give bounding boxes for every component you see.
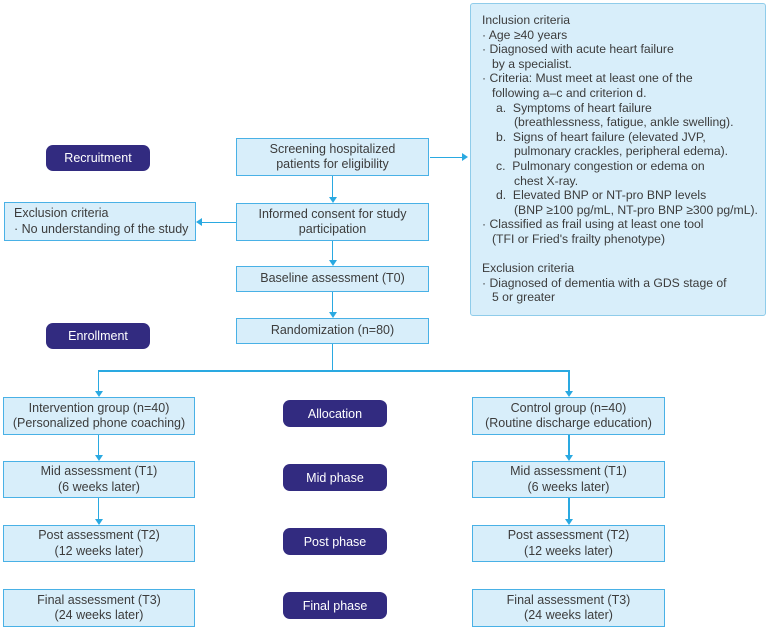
flow-box-baseline: Baseline assessment (T0) xyxy=(236,266,429,292)
arrowhead-down-icon xyxy=(565,391,573,397)
flow-box-mid-assessment-right: Mid assessment (T1) (6 weeks later) xyxy=(472,461,665,498)
arrow-baseline-to-randomization xyxy=(331,292,333,312)
phase-pill-label: Post phase xyxy=(303,534,367,549)
flow-box-line: (24 weeks later) xyxy=(54,608,144,622)
phase-pill-final-phase: Final phase xyxy=(283,592,387,619)
flow-box-line: Final assessment (T3) xyxy=(506,592,631,607)
flow-box-final-assessment-left: Final assessment (T3) (24 weeks later) xyxy=(3,589,195,627)
criteria-line: following a–c and criterion d. xyxy=(492,85,647,100)
criteria-line: · Diagnosed of dementia with a GDS stage… xyxy=(482,275,727,290)
criteria-line: · Classified as frail using at least one… xyxy=(482,217,704,232)
phase-pill-enrollment: Enrollment xyxy=(46,323,150,349)
line-randomization-to-branch xyxy=(331,344,333,371)
flow-box-control-group: Control group (n=40) (Routine discharge … xyxy=(472,397,665,435)
flow-box-post-assessment-left: Post assessment (T2) (12 weeks later) xyxy=(3,525,195,562)
criteria-line: · Diagnosed with acute heart failure xyxy=(482,42,674,57)
phase-pill-label: Mid phase xyxy=(306,470,364,485)
arrow-consent-to-baseline xyxy=(331,241,333,260)
flow-box-line: Exclusion criteria xyxy=(14,206,109,220)
flow-box-intervention-group: Intervention group (n=40) (Personalized … xyxy=(3,397,195,435)
flow-box-line: Final assessment (T3) xyxy=(37,592,161,607)
criteria-panel: Inclusion criteria· Age ≥40 years· Diagn… xyxy=(470,3,766,316)
phase-pill-label: Recruitment xyxy=(64,151,132,165)
criteria-line: d. Elevated BNP or NT-pro BNP levels xyxy=(496,188,707,203)
flow-box-line: (Routine discharge education) xyxy=(485,416,652,430)
flow-box-line: (6 weeks later) xyxy=(58,479,140,494)
flow-box-line: (Personalized phone coaching) xyxy=(12,416,186,430)
arrowhead-right-icon xyxy=(462,153,468,161)
flow-box-line: Informed consent for study xyxy=(258,206,407,221)
criteria-line: a. Symptoms of heart failure xyxy=(496,100,652,115)
criteria-line: b. Signs of heart failure (elevated JVP, xyxy=(496,129,706,144)
flow-box-randomization: Randomization (n=80) xyxy=(236,318,429,344)
phase-pill-post-phase: Post phase xyxy=(283,528,387,555)
arrow-screening-to-consent xyxy=(331,176,333,197)
flow-box-screening: Screening hospitalized patients for elig… xyxy=(236,138,429,176)
flow-box-post-assessment-right: Post assessment (T2) (12 weeks later) xyxy=(472,525,665,562)
criteria-line: 5 or greater xyxy=(492,290,556,305)
flow-box-line: Mid assessment (T1) xyxy=(510,464,627,478)
criteria-line: Inclusion criteria xyxy=(482,13,571,27)
criteria-line: (TFI or Fried's frailty phenotype) xyxy=(492,231,666,246)
criteria-line: by a specialist. xyxy=(492,56,572,71)
phase-pill-recruitment: Recruitment xyxy=(46,145,150,171)
flow-box-line: Baseline assessment (T0) xyxy=(260,271,405,286)
phase-pill-label: Allocation xyxy=(307,406,363,421)
phase-pill-label: Enrollment xyxy=(68,329,128,343)
criteria-line: · Age ≥40 years xyxy=(482,27,568,42)
flow-box-final-assessment-right: Final assessment (T3) (24 weeks later) xyxy=(472,589,665,627)
arrowhead-down-icon xyxy=(94,391,103,397)
criteria-line: (breathlessness, fatigue, ankle swelling… xyxy=(514,115,734,130)
criteria-line: c. Pulmonary congestion or edema on xyxy=(496,158,705,173)
arrowhead-down-icon xyxy=(328,312,337,318)
flow-box-line: (12 weeks later) xyxy=(54,543,144,558)
arrow-branch-to-control xyxy=(568,370,570,391)
flow-box-line: Screening hospitalized xyxy=(269,141,396,156)
criteria-line: Exclusion criteria xyxy=(482,261,575,276)
arrowhead-down-icon xyxy=(328,197,337,203)
arrow-screening-to-criteria xyxy=(430,156,462,158)
arrowhead-down-icon xyxy=(565,455,573,461)
flow-box-line: Mid assessment (T1) xyxy=(40,464,158,478)
flow-box-line: (6 weeks later) xyxy=(527,479,610,494)
flow-box-line: (12 weeks later) xyxy=(524,543,613,558)
flow-box-mid-assessment-left: Mid assessment (T1) (6 weeks later) xyxy=(3,461,195,498)
arrowhead-down-icon xyxy=(328,260,337,266)
flow-box-line: Post assessment (T2) xyxy=(507,528,630,542)
arrowhead-down-icon xyxy=(565,519,573,525)
criteria-line xyxy=(482,247,754,262)
arrow-consent-to-exclusion xyxy=(202,221,236,223)
flow-box-line: (24 weeks later) xyxy=(524,608,613,622)
flow-box-line: Post assessment (T2) xyxy=(38,528,160,542)
criteria-line: chest X-ray. xyxy=(514,173,579,188)
phase-pill-mid-phase: Mid phase xyxy=(283,464,387,491)
flow-box-line: Control group (n=40) xyxy=(510,400,627,415)
arrowhead-down-icon xyxy=(94,519,103,525)
criteria-line: pulmonary crackles, peripheral edema). xyxy=(514,144,729,159)
arrowhead-left-icon xyxy=(196,218,202,226)
flow-box-line: participation xyxy=(298,222,367,236)
flow-box-line: patients for eligibility xyxy=(276,157,389,171)
flow-box-line: · No understanding of the study xyxy=(14,221,189,236)
arrowhead-down-icon xyxy=(94,455,103,461)
flow-box-line: Randomization (n=80) xyxy=(270,323,395,338)
phase-pill-allocation: Allocation xyxy=(283,400,387,427)
flow-box-consent: Informed consent for study participation xyxy=(236,203,429,241)
branch-line xyxy=(98,370,569,372)
arrow-mid-to-post-left xyxy=(97,498,99,519)
arrow-control-to-mid xyxy=(568,435,570,455)
phase-pill-label: Final phase xyxy=(302,598,368,613)
criteria-line: · Criteria: Must meet at least one of th… xyxy=(482,71,693,86)
arrow-intervention-to-mid xyxy=(97,435,99,455)
arrow-mid-to-post-right xyxy=(568,498,570,519)
flow-box-line: Intervention group (n=40) xyxy=(28,400,170,415)
criteria-line: (BNP ≥100 pg/mL, NT-pro BNP ≥300 pg/mL). xyxy=(514,202,758,217)
arrow-branch-to-intervention xyxy=(97,370,99,391)
flow-box-exclusion-note: Exclusion criteria · No understanding of… xyxy=(4,202,196,241)
